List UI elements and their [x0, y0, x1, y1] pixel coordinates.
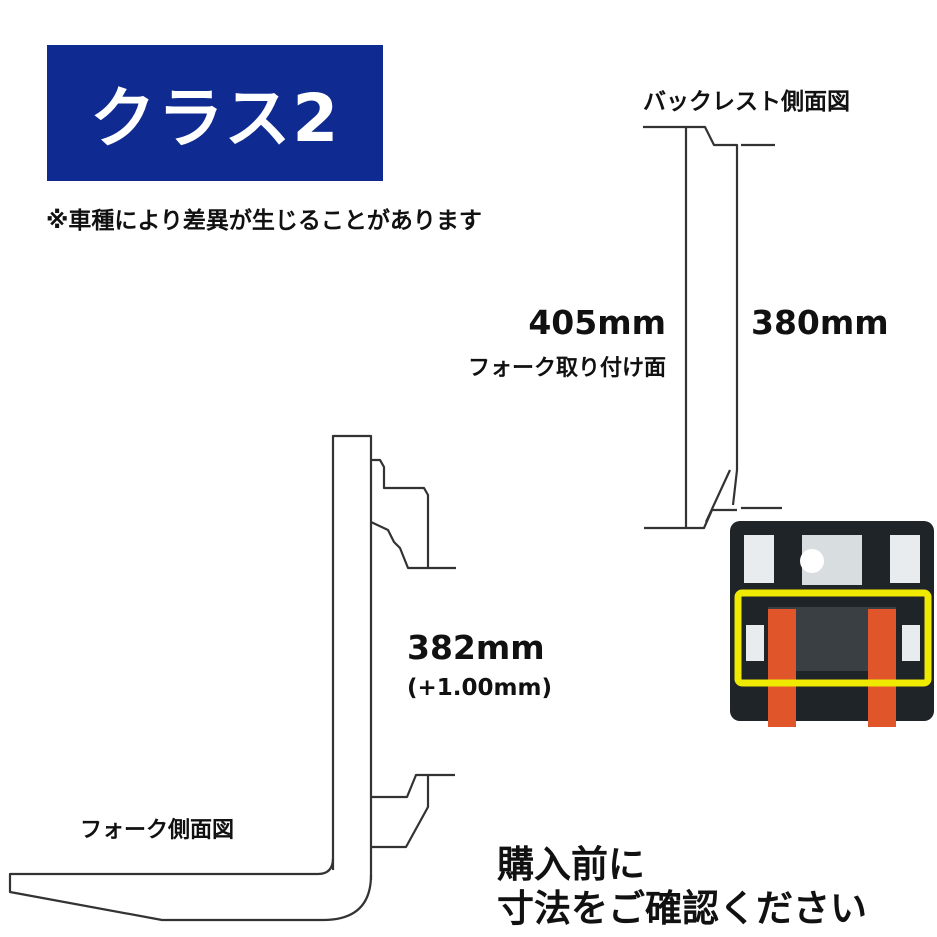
class-badge: クラス2 [47, 45, 383, 181]
fork-tolerance: (+1.00mm) [407, 675, 552, 701]
fork-title: フォーク側面図 [80, 818, 235, 843]
backrest-mount-caption: フォーク取り付け面 [467, 356, 666, 381]
cta-line-2: 寸法をご確認ください [497, 887, 867, 930]
forklift-image [726, 517, 937, 727]
backrest-side-view-drawing [643, 125, 782, 530]
variation-note: ※車種により差異が生じることがあります [46, 208, 482, 234]
fork-side-view-drawing [8, 434, 456, 922]
fork-dimension: 382mm [407, 628, 545, 667]
backrest-dimension: 380mm [751, 303, 889, 342]
backrest-mount-dimension: 405mm [528, 303, 666, 342]
backrest-title: バックレスト側面図 [643, 89, 850, 115]
forklift-photo [726, 517, 937, 727]
class-badge-label: クラス2 [89, 80, 341, 157]
call-to-action: 購入前に 寸法をご確認ください [497, 843, 867, 931]
cta-line-1: 購入前に [497, 843, 645, 886]
